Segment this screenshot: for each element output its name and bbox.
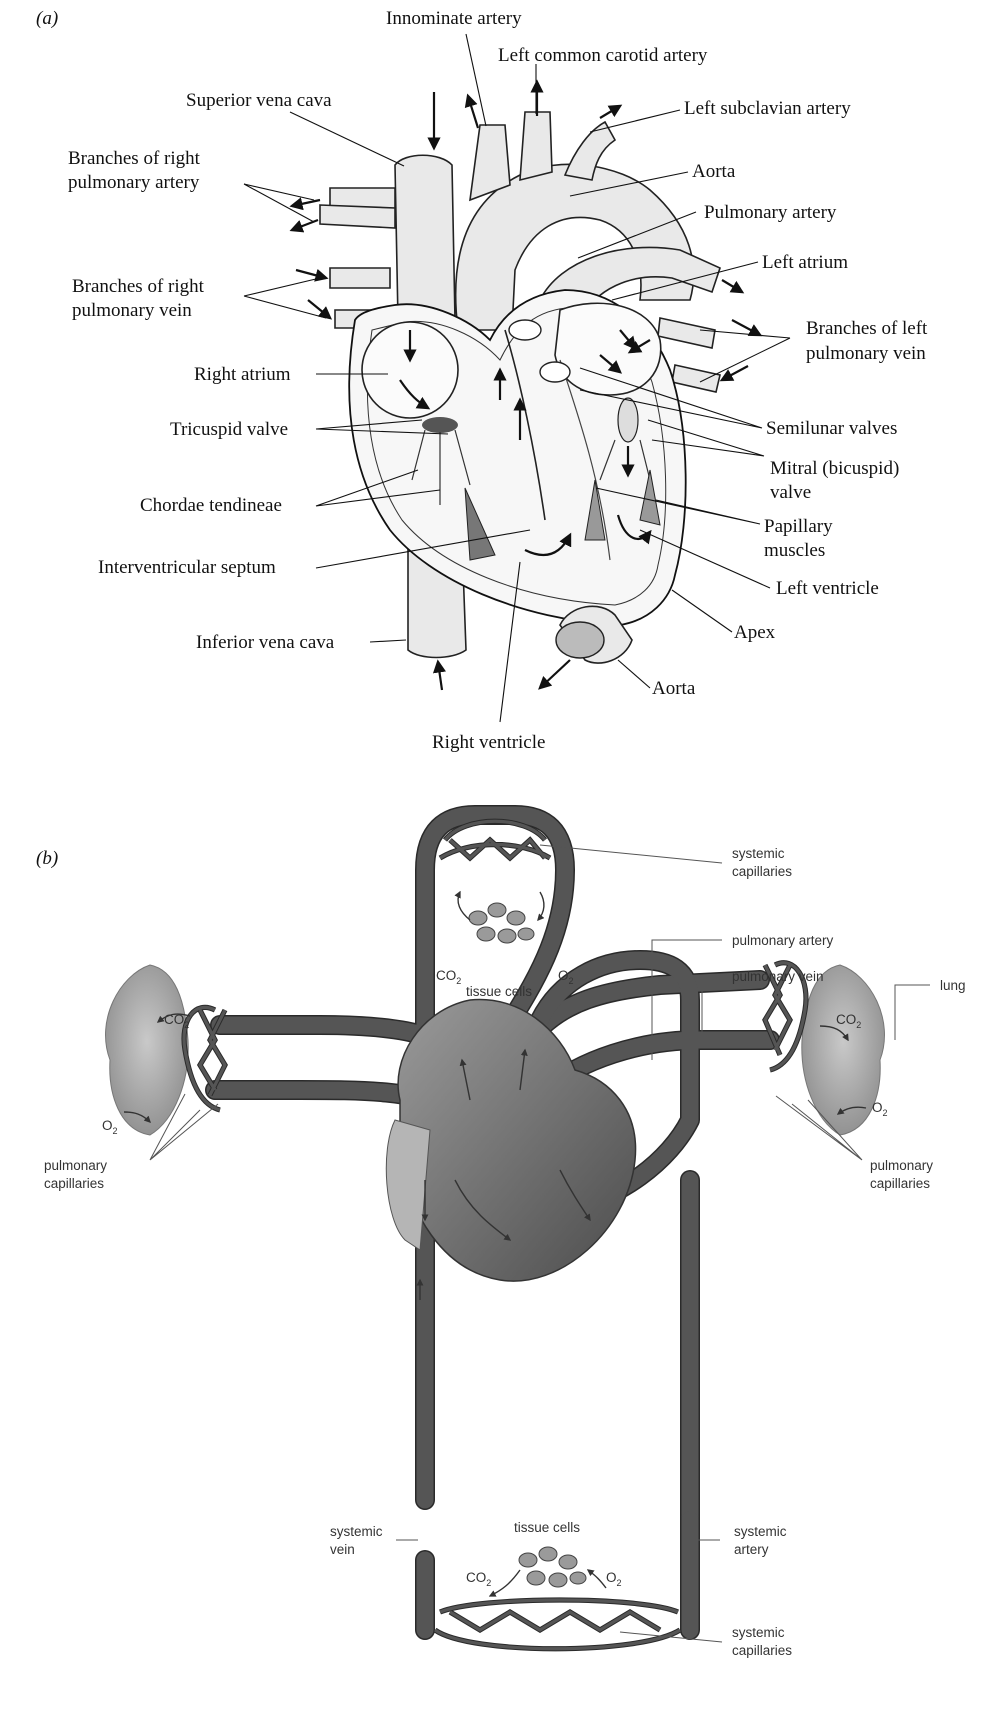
- label-papillary-muscles-1: Papillary: [764, 516, 833, 537]
- label-lung: lung: [940, 978, 966, 993]
- panel-b-label: (b): [36, 848, 58, 869]
- label-systemic-artery-1: systemic: [734, 1524, 787, 1539]
- left-atrium-chamber: [555, 303, 661, 395]
- heart-illustration: [292, 82, 760, 690]
- label-tissue-cells-bottom: tissue cells: [514, 1520, 580, 1535]
- label-right-atrium: Right atrium: [194, 364, 291, 385]
- superior-vena-cava-shape: [395, 155, 455, 320]
- flow-arrow-subclavian: [600, 106, 620, 118]
- left-lung: [106, 965, 189, 1135]
- tricuspid-valve-shape: [422, 417, 458, 433]
- label-pulmonary-capillaries-right-2: capillaries: [870, 1176, 930, 1191]
- descending-aorta-opening: [556, 622, 604, 658]
- right-pulmonary-artery-branch-2: [320, 205, 395, 228]
- label-left-atrium: Left atrium: [762, 252, 848, 273]
- mitral-valve-shape: [618, 398, 638, 442]
- label-systemic-capillaries-top-2: capillaries: [732, 864, 792, 879]
- aortic-semilunar-valve: [540, 362, 570, 382]
- label-pulmonary-artery: Pulmonary artery: [704, 202, 837, 223]
- label-semilunar-valves: Semilunar valves: [766, 418, 897, 439]
- flow-arrow-aorta-out: [540, 660, 570, 688]
- label-systemic-vein-2: vein: [330, 1542, 355, 1557]
- flow-arrow-lpa: [722, 280, 742, 292]
- systemic-capillaries-bottom-bed: [435, 1600, 680, 1649]
- label-left-subclavian-artery: Left subclavian artery: [684, 98, 851, 119]
- label-branches-left-pulmonary-vein-1: Branches of left: [806, 318, 928, 339]
- arrow-co2-bottom: [490, 1570, 520, 1596]
- label-systemic-capillaries-bottom-2: capillaries: [732, 1643, 792, 1658]
- label-mitral-valve-1: Mitral (bicuspid): [770, 458, 899, 479]
- label-chordae-tendineae: Chordae tendineae: [140, 495, 282, 516]
- pulmonary-semilunar-valve: [509, 320, 541, 340]
- label-aorta-top: Aorta: [692, 161, 736, 182]
- arrow-o2-bottom: [588, 1570, 606, 1588]
- label-left-ventricle: Left ventricle: [776, 578, 879, 599]
- label-branches-right-pulmonary-artery-2: pulmonary artery: [68, 172, 200, 193]
- label-co2-top: CO2: [436, 968, 461, 986]
- label-systemic-capillaries-top-1: systemic: [732, 846, 785, 861]
- label-systemic-vein-1: systemic: [330, 1524, 383, 1539]
- label-innominate-artery: Innominate artery: [386, 8, 522, 29]
- label-right-ventricle: Right ventricle: [432, 732, 545, 753]
- label-pulmonary-capillaries-left-1: pulmonary: [44, 1158, 107, 1173]
- label-o2-right: O2: [872, 1100, 888, 1118]
- label-branches-right-pulmonary-artery-1: Branches of right: [68, 148, 201, 169]
- heart-center: [398, 1000, 635, 1282]
- flow-arrow-lpv: [722, 366, 748, 380]
- label-pulmonary-vein-b: pulmonary vein: [732, 969, 824, 984]
- label-tricuspid-valve: Tricuspid valve: [170, 419, 288, 440]
- label-pulmonary-capillaries-left-2: capillaries: [44, 1176, 104, 1191]
- label-co2-bottom: CO2: [466, 1570, 491, 1588]
- label-aorta-bottom: Aorta: [652, 678, 696, 699]
- label-superior-vena-cava: Superior vena cava: [186, 90, 332, 111]
- tissue-cells-bottom-group: [519, 1547, 586, 1587]
- label-branches-left-pulmonary-vein-2: pulmonary vein: [806, 343, 926, 364]
- right-pulmonary-vein-branch-1: [330, 268, 390, 288]
- flow-arrow-innominate: [468, 96, 478, 128]
- flow-arrow-rpa-1: [292, 200, 320, 206]
- left-pulmonary-vein-branch-2: [672, 365, 720, 392]
- label-papillary-muscles-2: muscles: [764, 540, 825, 561]
- left-common-carotid-shape: [520, 112, 552, 180]
- label-systemic-artery-2: artery: [734, 1542, 769, 1557]
- tissue-cells-top-group: [469, 903, 534, 943]
- flow-arrow-ivc-in: [438, 662, 442, 690]
- panel-a-label: (a): [36, 8, 58, 29]
- label-interventricular-septum: Interventricular septum: [98, 557, 276, 578]
- label-systemic-capillaries-bottom-1: systemic: [732, 1625, 785, 1640]
- label-branches-right-pulmonary-vein-1: Branches of right: [72, 276, 205, 297]
- panel-b-circulation: (b): [36, 815, 966, 1658]
- label-pulmonary-capillaries-right-1: pulmonary: [870, 1158, 933, 1173]
- label-branches-right-pulmonary-vein-2: pulmonary vein: [72, 300, 192, 321]
- label-inferior-vena-cava: Inferior vena cava: [196, 632, 335, 653]
- label-pulmonary-artery-b: pulmonary artery: [732, 933, 834, 948]
- arrow-co2-top: [458, 892, 470, 920]
- label-o2-bottom: O2: [606, 1570, 622, 1588]
- panel-a-heart-anatomy: (a): [36, 8, 928, 753]
- label-mitral-valve-2: valve: [770, 482, 811, 503]
- left-pulmonary-vein-branch-1: [658, 318, 715, 348]
- label-tissue-cells-top: tissue cells: [466, 984, 532, 999]
- flow-arrow-rpv-1: [296, 270, 326, 278]
- label-apex: Apex: [734, 622, 776, 643]
- flow-arrow-rpv-2: [308, 300, 330, 318]
- arrow-o2-top: [538, 892, 544, 920]
- label-left-common-carotid-artery: Left common carotid artery: [498, 45, 708, 66]
- label-o2-left: O2: [102, 1118, 118, 1136]
